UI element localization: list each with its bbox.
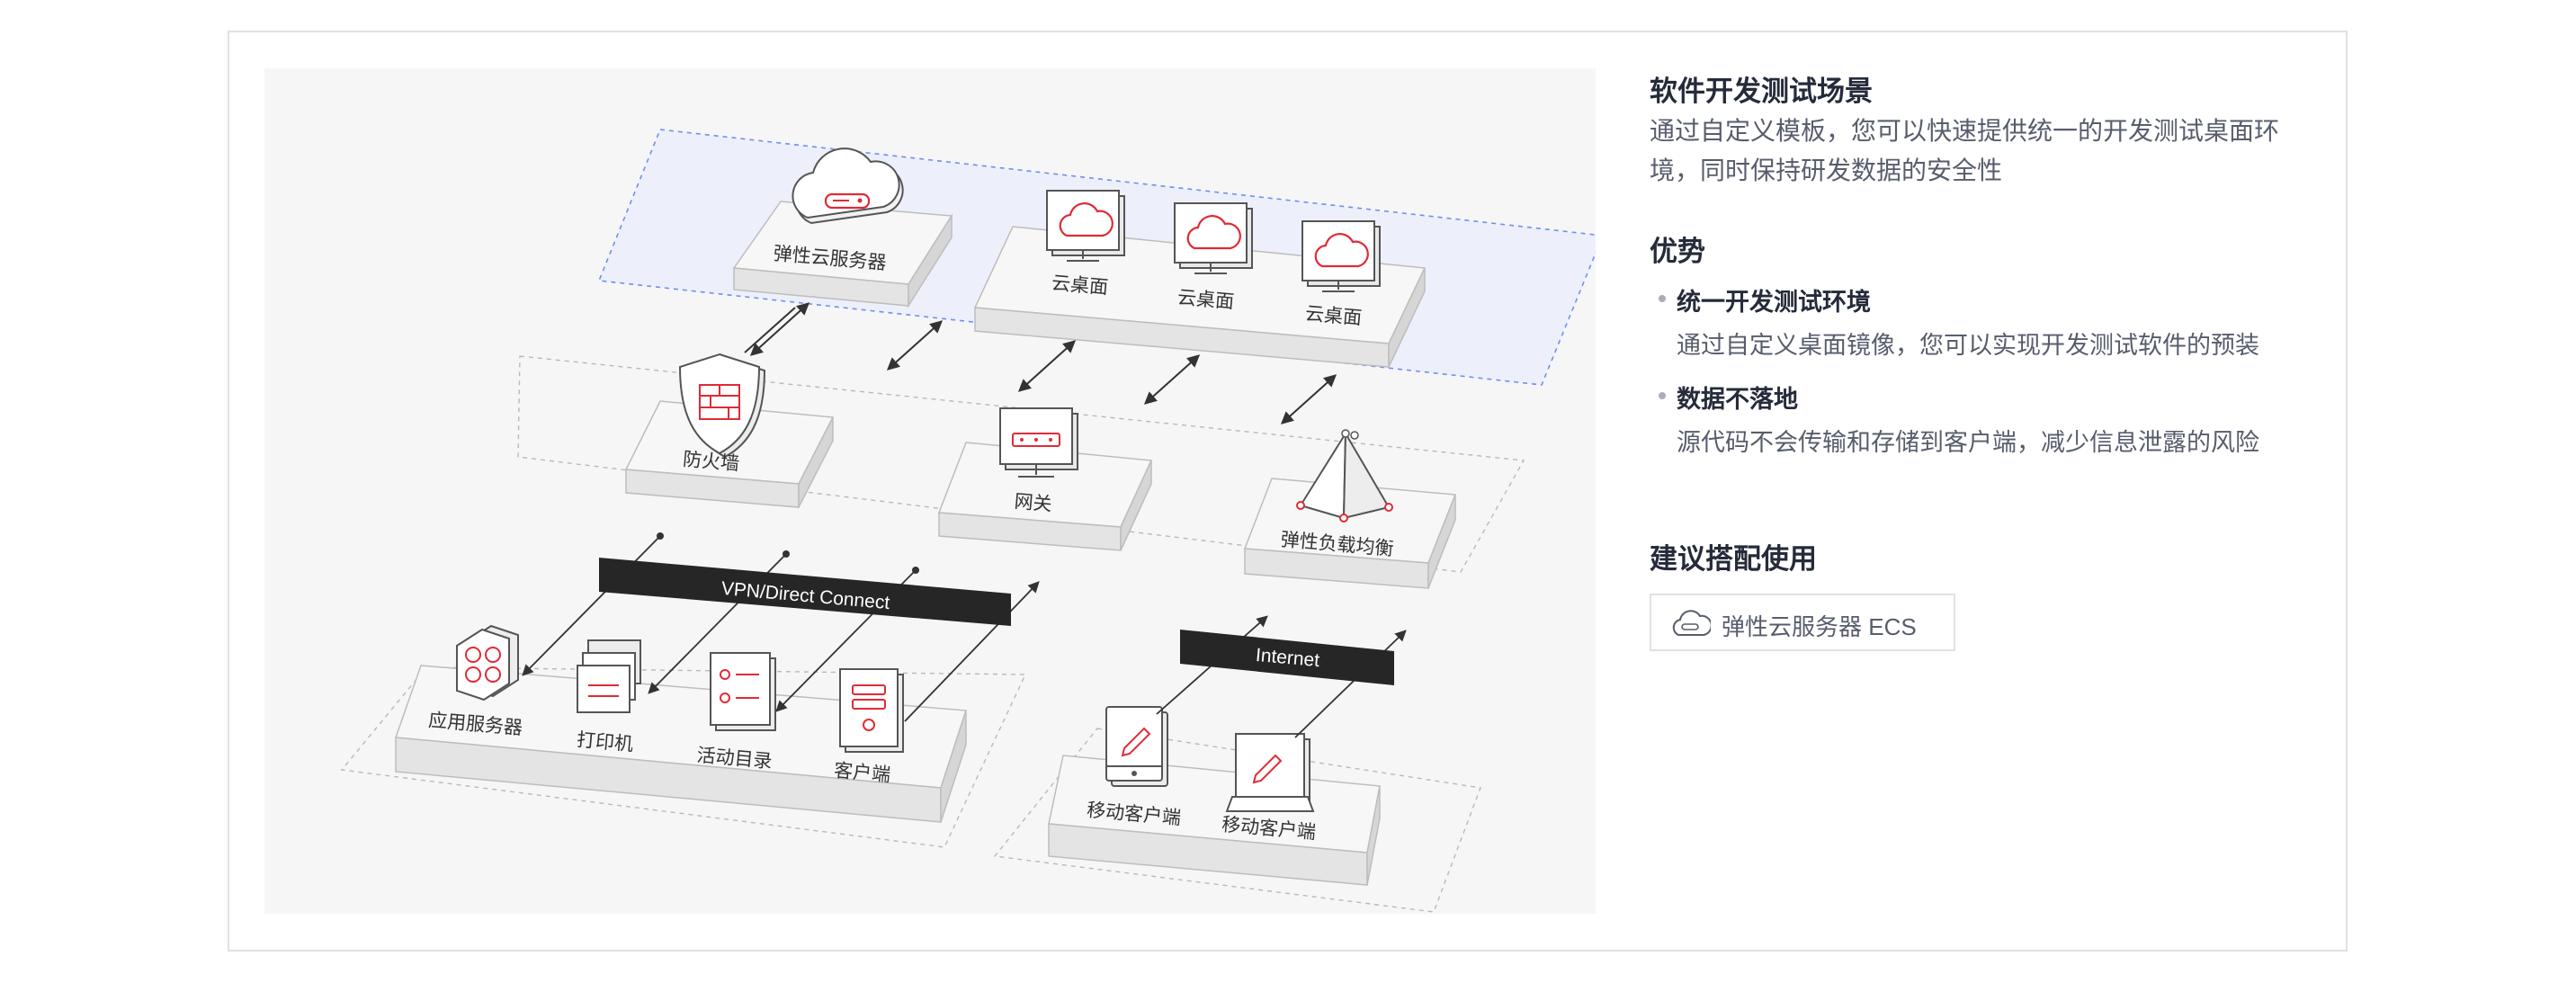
desktop-label-3: 云桌面 xyxy=(1304,303,1363,328)
local-label-2: 打印机 xyxy=(576,729,634,755)
load-balancer-platform xyxy=(1243,478,1457,589)
client-icon xyxy=(839,668,904,753)
scene-title: 软件开发测试场景 xyxy=(1650,76,1873,107)
printer-icon xyxy=(577,639,641,713)
advantage-name: 统一开发测试环境 xyxy=(1677,289,1871,316)
desktop-label-1: 云桌面 xyxy=(1051,273,1109,298)
scene-description: 通过自定义模板，您可以快速提供统一的开发测试桌面环境，同时保持研发数据的安全性 xyxy=(1650,117,2280,184)
advantage-text: 源代码不会传输和存储到客户端，减少信息泄露的风险 xyxy=(1677,429,2259,456)
bullet-icon xyxy=(1659,392,1666,399)
gateway-label: 网关 xyxy=(1014,491,1053,515)
cloud-link-arrows xyxy=(744,302,1337,424)
gateway-icon xyxy=(999,407,1078,478)
cloud-server-platform xyxy=(732,201,953,308)
cloud-server-icon xyxy=(792,147,904,225)
local-zone xyxy=(340,666,1027,848)
desktop-label-2: 云桌面 xyxy=(1176,287,1235,312)
architecture-diagram: VPN/Direct Connect Internet 弹性云服务器 云桌面 云… xyxy=(264,68,1596,914)
bullet-icon xyxy=(1659,295,1666,302)
recommend-product-ecs[interactable]: 弹性云服务器 ECS xyxy=(1650,594,1955,651)
mobile-client-icon-1 xyxy=(1105,706,1168,787)
desktop-icon-2 xyxy=(1174,202,1253,274)
mobile-client-icon-2 xyxy=(1225,733,1315,812)
local-label-4: 客户端 xyxy=(833,760,891,785)
local-platform xyxy=(394,665,968,823)
cloud-server-icon xyxy=(1672,610,1711,636)
advantage-name: 数据不落地 xyxy=(1677,386,1798,413)
recommend-title: 建议搭配使用 xyxy=(1650,543,1817,575)
internet-band: Internet xyxy=(1180,630,1394,685)
desktop-icon-3 xyxy=(1301,220,1381,292)
vpn-band: VPN/Direct Connect xyxy=(599,558,1011,626)
gateway-platform xyxy=(937,442,1153,551)
network-zone xyxy=(517,355,1525,573)
advantage-text: 通过自定义桌面镜像，您可以实现开发测试软件的预装 xyxy=(1677,332,2259,359)
desktop-icon-1 xyxy=(1046,190,1125,262)
firewall-label: 防火墙 xyxy=(682,449,740,474)
recommend-product-label: 弹性云服务器 ECS xyxy=(1722,613,1917,640)
shield-icon xyxy=(678,353,766,459)
directory-icon xyxy=(710,652,776,731)
advantages-title: 优势 xyxy=(1650,236,1705,267)
load-balancer-icon xyxy=(1296,429,1393,523)
mobile-zone xyxy=(993,728,1481,913)
app-server-icon xyxy=(456,624,519,702)
